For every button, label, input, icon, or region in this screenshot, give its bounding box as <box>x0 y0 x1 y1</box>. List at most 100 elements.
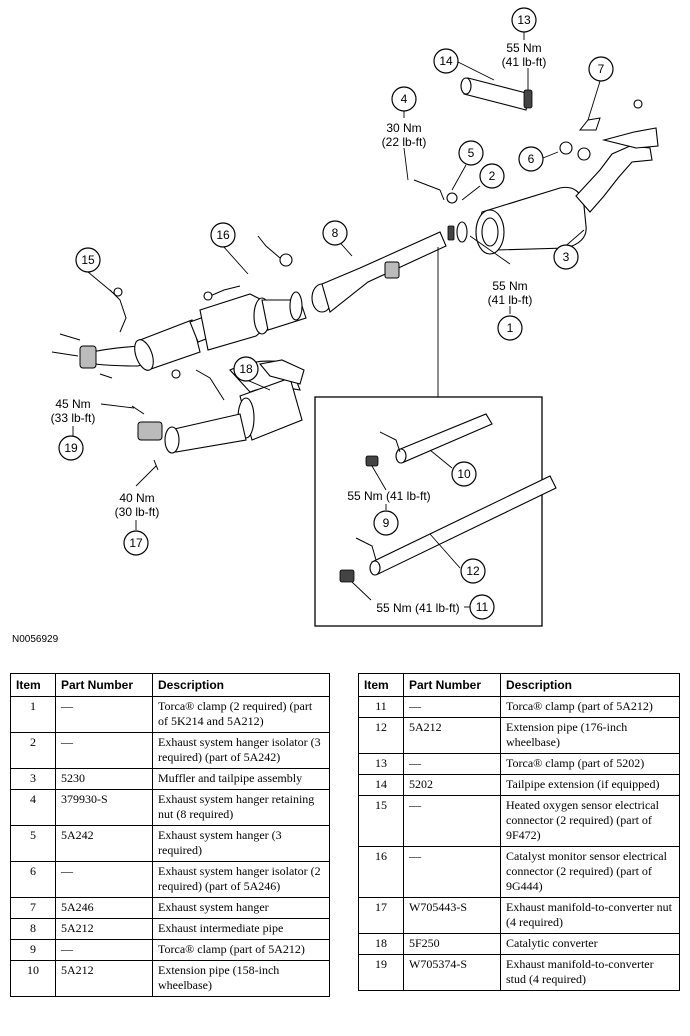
exhaust-system-diagram: 55 Nm (41 lb-ft) 30 Nm (22 lb-ft) 55 Nm … <box>51 7 659 627</box>
svg-text:15: 15 <box>81 253 95 267</box>
callout-10: 10 <box>451 461 477 487</box>
part-number-cell: 5A246 <box>55 897 153 919</box>
svg-text:7: 7 <box>598 62 605 76</box>
part-number-cell: 5A212 <box>55 960 153 997</box>
callout-2: 2 <box>479 163 505 189</box>
callout-4: 4 <box>391 86 417 112</box>
callout-18: 18 <box>233 356 259 382</box>
table-row: 11—Torca® clamp (part of 5A212) <box>358 696 680 718</box>
callout-12: 12 <box>460 558 486 584</box>
part-number-cell: W705374-S <box>403 954 501 991</box>
callout-14: 14 <box>433 48 459 74</box>
table-row: 1—Torca® clamp (2 required) (part of 5K2… <box>10 696 330 733</box>
header-description: Description <box>152 673 330 697</box>
table-header-row: Item Part Number Description <box>358 673 680 697</box>
description-cell: Muffler and tailpipe assembly <box>152 768 330 790</box>
svg-text:16: 16 <box>216 228 230 242</box>
item-cell: 11 <box>358 696 404 718</box>
svg-text:18: 18 <box>239 362 253 376</box>
torque-19-lbft: (33 lb-ft) <box>51 411 96 425</box>
part-number-cell: — <box>403 795 501 847</box>
svg-text:5: 5 <box>468 146 475 160</box>
figure-id: N0056929 <box>12 634 59 645</box>
description-cell: Exhaust manifold-to-converter stud (4 re… <box>500 954 680 991</box>
svg-text:13: 13 <box>517 13 531 27</box>
callout-16: 16 <box>210 222 236 248</box>
callout-9: 9 <box>373 510 399 536</box>
torque-19-nm: 45 Nm <box>55 397 90 411</box>
item-cell: 14 <box>358 774 404 796</box>
callout-3: 3 <box>553 244 579 270</box>
table-row: 16—Catalyst monitor sensor electrical co… <box>358 846 680 898</box>
item-cell: 2 <box>10 732 56 769</box>
header-item: Item <box>358 673 404 697</box>
item-cell: 5 <box>10 825 56 862</box>
svg-text:8: 8 <box>332 226 339 240</box>
callout-7: 7 <box>588 56 614 82</box>
torque-1-nm: 55 Nm <box>492 279 527 293</box>
description-cell: Exhaust system hanger isolator (3 requir… <box>152 732 330 769</box>
table-header-row: Item Part Number Description <box>10 673 330 697</box>
description-cell: Torca® clamp (part of 5202) <box>500 753 680 775</box>
svg-text:6: 6 <box>528 152 535 166</box>
part-number-cell: — <box>403 753 501 775</box>
header-item: Item <box>10 673 56 697</box>
torque-11: 55 Nm (41 lb-ft) <box>376 601 459 615</box>
part-number-cell: 5230 <box>55 768 153 790</box>
description-cell: Catalyst monitor sensor electrical conne… <box>500 846 680 898</box>
item-cell: 19 <box>358 954 404 991</box>
callout-13: 13 <box>511 7 537 33</box>
inset-pipes <box>339 413 557 583</box>
description-cell: Exhaust intermediate pipe <box>152 918 330 940</box>
item-cell: 3 <box>10 768 56 790</box>
svg-text:17: 17 <box>129 536 143 550</box>
description-cell: Torca® clamp (part of 5A212) <box>152 939 330 961</box>
callout-8: 8 <box>322 220 348 246</box>
torque-13-nm: 55 Nm <box>506 41 541 55</box>
torque-17-lbft: (30 lb-ft) <box>115 505 160 519</box>
part-number-cell: 5A212 <box>55 918 153 940</box>
callout-1: 1 <box>497 315 523 341</box>
torque-9: 55 Nm (41 lb-ft) <box>347 489 430 503</box>
svg-text:4: 4 <box>401 92 408 106</box>
item-cell: 17 <box>358 897 404 934</box>
svg-text:10: 10 <box>457 467 471 481</box>
part-number-cell: — <box>55 732 153 769</box>
item-cell: 9 <box>10 939 56 961</box>
item-cell: 6 <box>10 861 56 898</box>
part-number-cell: — <box>55 939 153 961</box>
callout-11: 11 <box>469 594 495 620</box>
item-cell: 10 <box>10 960 56 997</box>
svg-text:9: 9 <box>383 516 390 530</box>
description-cell: Catalytic converter <box>500 933 680 955</box>
exhaust-drawing <box>51 77 659 471</box>
description-cell: Exhaust system hanger isolator (2 requir… <box>152 861 330 898</box>
header-description: Description <box>500 673 680 697</box>
item-cell: 1 <box>10 696 56 733</box>
description-cell: Tailpipe extension (if equipped) <box>500 774 680 796</box>
table-row: 15—Heated oxygen sensor electrical conne… <box>358 795 680 847</box>
callout-19: 19 <box>58 435 84 461</box>
item-cell: 16 <box>358 846 404 898</box>
torque-4-nm: 30 Nm <box>386 121 421 135</box>
item-cell: 7 <box>10 897 56 919</box>
svg-text:12: 12 <box>466 564 480 578</box>
description-cell: Exhaust system hanger (3 required) <box>152 825 330 862</box>
description-cell: Exhaust system hanger retaining nut (8 r… <box>152 789 330 826</box>
part-number-cell: — <box>403 696 501 718</box>
part-number-cell: — <box>403 846 501 898</box>
item-cell: 4 <box>10 789 56 826</box>
part-number-cell: 5A212 <box>403 717 501 754</box>
torque-1-lbft: (41 lb-ft) <box>488 293 533 307</box>
svg-text:14: 14 <box>439 54 453 68</box>
table-row: 9—Torca® clamp (part of 5A212) <box>10 939 330 961</box>
svg-text:1: 1 <box>507 321 514 335</box>
item-cell: 8 <box>10 918 56 940</box>
